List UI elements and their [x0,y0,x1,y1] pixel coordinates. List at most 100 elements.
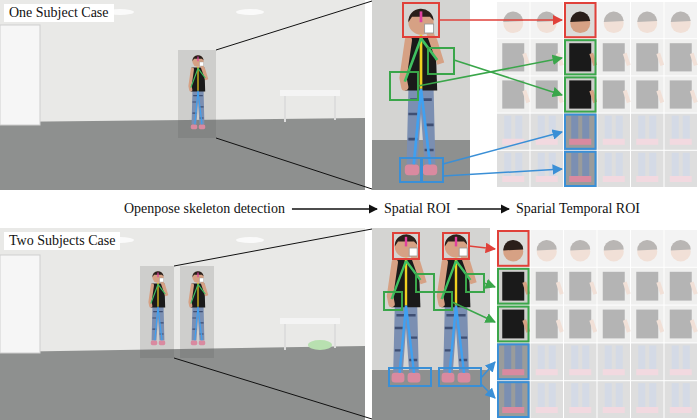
thumbnail [564,39,597,75]
thumbnail [665,381,698,418]
thumbnail [531,268,564,305]
arm [692,91,696,103]
leg [538,383,545,407]
leg [683,116,690,139]
leg [672,153,679,176]
thumbnail-ground [631,114,664,150]
roi-arrow [443,132,562,164]
thumbnail-ground [497,268,530,305]
roi-frame [565,115,596,149]
arm [658,320,662,332]
arm [558,282,562,294]
thumbnail-ground [564,39,597,75]
roi-box [390,72,418,100]
hair [671,240,691,251]
leg [649,153,656,176]
arm [625,53,629,65]
leg [582,153,589,176]
thumbnail-ground [598,381,631,418]
roi-box [428,48,454,74]
person-figure [190,271,207,345]
roi-arrow [454,60,562,95]
thumbnail-ground [598,343,631,380]
leg [549,153,556,176]
arm [625,320,629,332]
step-node: Spatial ROI [380,200,455,218]
leg [538,153,545,176]
roi-frame [565,77,596,111]
shirt [603,43,625,71]
leg [616,153,623,176]
roi-arrows [418,20,562,176]
thumbnail-ground [598,114,631,150]
roi-arrows [452,246,495,398]
thumbnail-ground [564,151,597,187]
leg [571,383,578,407]
shoe [536,369,558,375]
roi-frame [498,231,529,266]
thumbnail [631,76,664,112]
arm [658,282,662,294]
roi-arrow [469,246,495,249]
thumbnail [497,306,530,343]
thumbnail [531,114,564,150]
leg [638,345,645,369]
shoe [502,407,524,413]
step-node: Sparial Temporal ROI [512,200,644,218]
crop-floor [372,140,470,190]
shoe [670,176,692,182]
shoe [636,407,658,413]
thumbnail [564,268,597,305]
shirt [636,272,658,301]
leg [515,383,522,407]
thumbnail [531,39,564,75]
thumbnail [631,114,664,150]
leg [616,345,623,369]
leg [549,345,556,369]
leg [582,383,589,407]
case-label: One Subject Case [4,4,114,22]
shoe [536,407,558,413]
leg [605,116,612,139]
shoe [569,369,591,375]
roi-box [422,158,443,182]
shirt [536,80,558,108]
thumbnail [598,268,631,305]
shirt [603,310,625,339]
leg [571,153,578,176]
shoe [636,139,658,145]
shirt [502,80,524,108]
temporal-grid [497,2,697,187]
roi-box [400,158,421,182]
leg [504,383,511,407]
leg [672,345,679,369]
thumbnail-ground [631,306,664,343]
thumbnail [631,230,664,267]
leg [672,383,679,407]
shirt [536,310,558,339]
leg [616,116,623,139]
arm [692,320,696,332]
leg [538,116,545,139]
thumbnail [564,76,597,112]
thumbnail [665,2,698,38]
thumbnail [564,343,597,380]
hair [671,12,691,23]
temporal-grid [497,230,697,418]
thumbnail-ground [598,2,631,38]
person-figure [150,271,167,345]
shirt [502,310,524,339]
crop-ground [372,0,470,190]
thumbnail-ground [497,306,530,343]
thumbnail-ground [564,343,597,380]
roi-arrow [418,58,562,86]
leg [672,116,679,139]
leg [649,116,656,139]
hair [503,240,523,251]
shoe [670,407,692,413]
thumbnail [598,381,631,418]
detection-box [178,50,216,138]
thumbnail-ground [665,151,698,187]
thumbnail [631,306,664,343]
